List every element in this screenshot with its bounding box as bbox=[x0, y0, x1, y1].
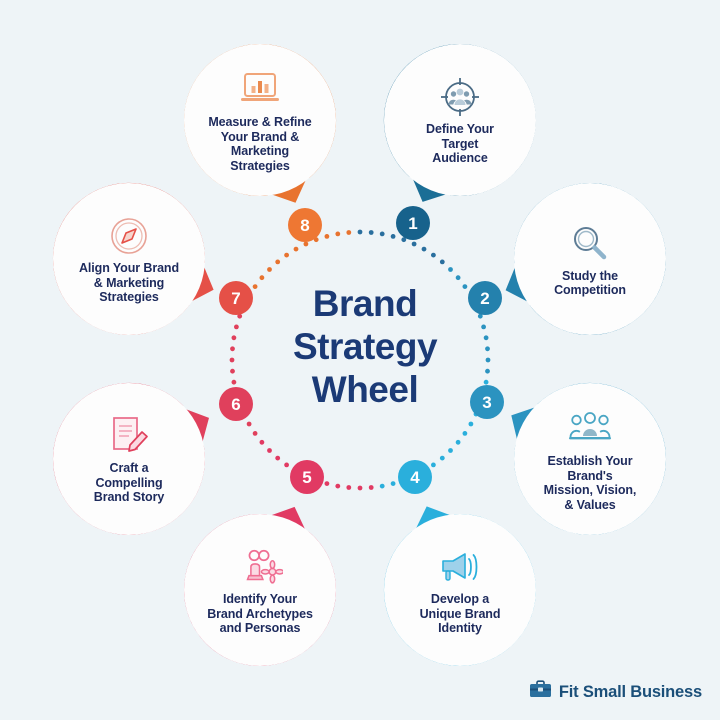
node-1-define-audience[interactable]: Define Your Target Audience bbox=[384, 44, 536, 196]
badge-8-number: 8 bbox=[300, 215, 310, 235]
badge-1[interactable]: 1 bbox=[396, 206, 430, 240]
badge-6-number: 6 bbox=[231, 394, 241, 414]
badge-5[interactable]: 5 bbox=[290, 460, 324, 494]
badge-7[interactable]: 7 bbox=[219, 281, 253, 315]
node-4-brand-identity[interactable]: Develop a Unique Brand Identity bbox=[384, 514, 536, 666]
footer-logo: Fit Small Business bbox=[529, 680, 702, 704]
megaphone-icon bbox=[437, 544, 483, 590]
badge-4[interactable]: 4 bbox=[398, 460, 432, 494]
badge-2[interactable]: 2 bbox=[468, 281, 502, 315]
badge-4-number: 4 bbox=[410, 467, 420, 487]
badge-6[interactable]: 6 bbox=[219, 387, 253, 421]
badge-2-number: 2 bbox=[480, 288, 490, 308]
badge-7-number: 7 bbox=[231, 288, 241, 308]
team-meeting-icon bbox=[567, 406, 613, 452]
page-title: Brand Strategy Wheel bbox=[292, 283, 438, 410]
compass-icon bbox=[106, 213, 152, 259]
badge-3-number: 3 bbox=[482, 392, 492, 412]
briefcase-icon bbox=[529, 680, 552, 704]
node-5-archetypes-personas[interactable]: Identify Your Brand Archetypes and Perso… bbox=[184, 514, 336, 666]
node-6-label: Craft a Compelling Brand Story bbox=[93, 461, 165, 505]
document-pen-icon bbox=[106, 413, 152, 459]
node-6-brand-story[interactable]: Craft a Compelling Brand Story bbox=[53, 383, 205, 535]
node-8-label: Measure & Refine Your Brand & Marketing … bbox=[208, 115, 312, 173]
badge-5-number: 5 bbox=[302, 467, 312, 487]
node-7-label: Align Your Brand & Marketing Strategies bbox=[78, 261, 180, 305]
node-4-label: Develop a Unique Brand Identity bbox=[419, 592, 501, 636]
badge-3[interactable]: 3 bbox=[470, 385, 504, 419]
node-5-label: Identify Your Brand Archetypes and Perso… bbox=[207, 592, 313, 636]
node-1-label: Define Your Target Audience bbox=[426, 122, 494, 166]
archetype-persona-icon bbox=[237, 544, 283, 590]
magnifying-glass-icon bbox=[567, 221, 613, 267]
node-3-mission-vision-values[interactable]: Establish Your Brand's Mission, Vision, … bbox=[514, 383, 666, 535]
bar-chart-laptop-icon bbox=[237, 67, 283, 113]
badge-1-number: 1 bbox=[408, 213, 418, 233]
node-2-study-competition[interactable]: Study the Competition bbox=[514, 183, 666, 335]
badge-8[interactable]: 8 bbox=[288, 208, 322, 242]
footer-brand-name: Fit Small Business bbox=[558, 682, 702, 701]
node-3-label: Establish Your Brand's Mission, Vision, … bbox=[543, 454, 637, 512]
node-7-align-strategies[interactable]: Align Your Brand & Marketing Strategies bbox=[53, 183, 205, 335]
node-2-label: Study the Competition bbox=[554, 268, 626, 298]
target-audience-icon bbox=[437, 74, 483, 120]
node-8-measure-refine[interactable]: Measure & Refine Your Brand & Marketing … bbox=[184, 44, 336, 196]
